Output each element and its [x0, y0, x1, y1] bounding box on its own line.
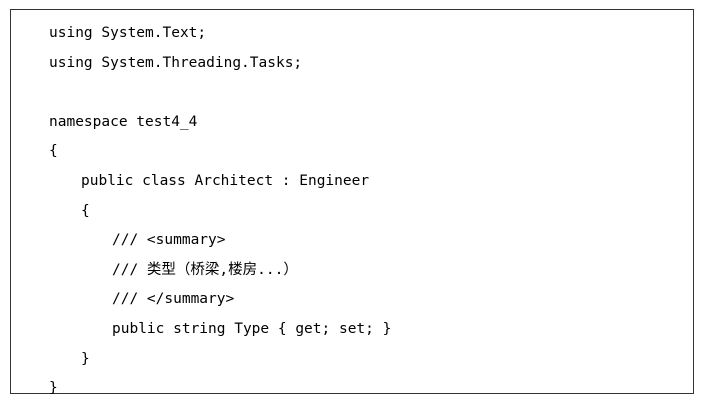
code-line-namespace-open-brace: {: [49, 143, 58, 160]
code-line-class-declaration: public class Architect : Engineer: [81, 172, 370, 189]
code-line-type-property: public string Type { get; set; }: [112, 320, 392, 337]
code-listing-frame: using System.Text; using System.Threadin…: [10, 9, 694, 396]
code-line-summary-close: /// </summary>: [112, 291, 235, 308]
code-line-namespace-close-brace: }: [49, 380, 58, 397]
code-line-class-close-brace: }: [81, 350, 90, 367]
code-line-blank: [11, 78, 391, 108]
code-line-class-open-brace: {: [81, 202, 90, 219]
code-line-namespace: namespace test4_4: [49, 113, 198, 130]
code-line-summary-open: /// <summary>: [112, 232, 226, 249]
code-line-using-tasks: using System.Threading.Tasks;: [49, 54, 303, 71]
code-block: using System.Text; using System.Threadin…: [11, 19, 391, 404]
code-line-summary-text: /// 类型（桥梁,楼房...）: [112, 261, 298, 278]
code-line-using-text: using System.Text;: [49, 25, 207, 41]
